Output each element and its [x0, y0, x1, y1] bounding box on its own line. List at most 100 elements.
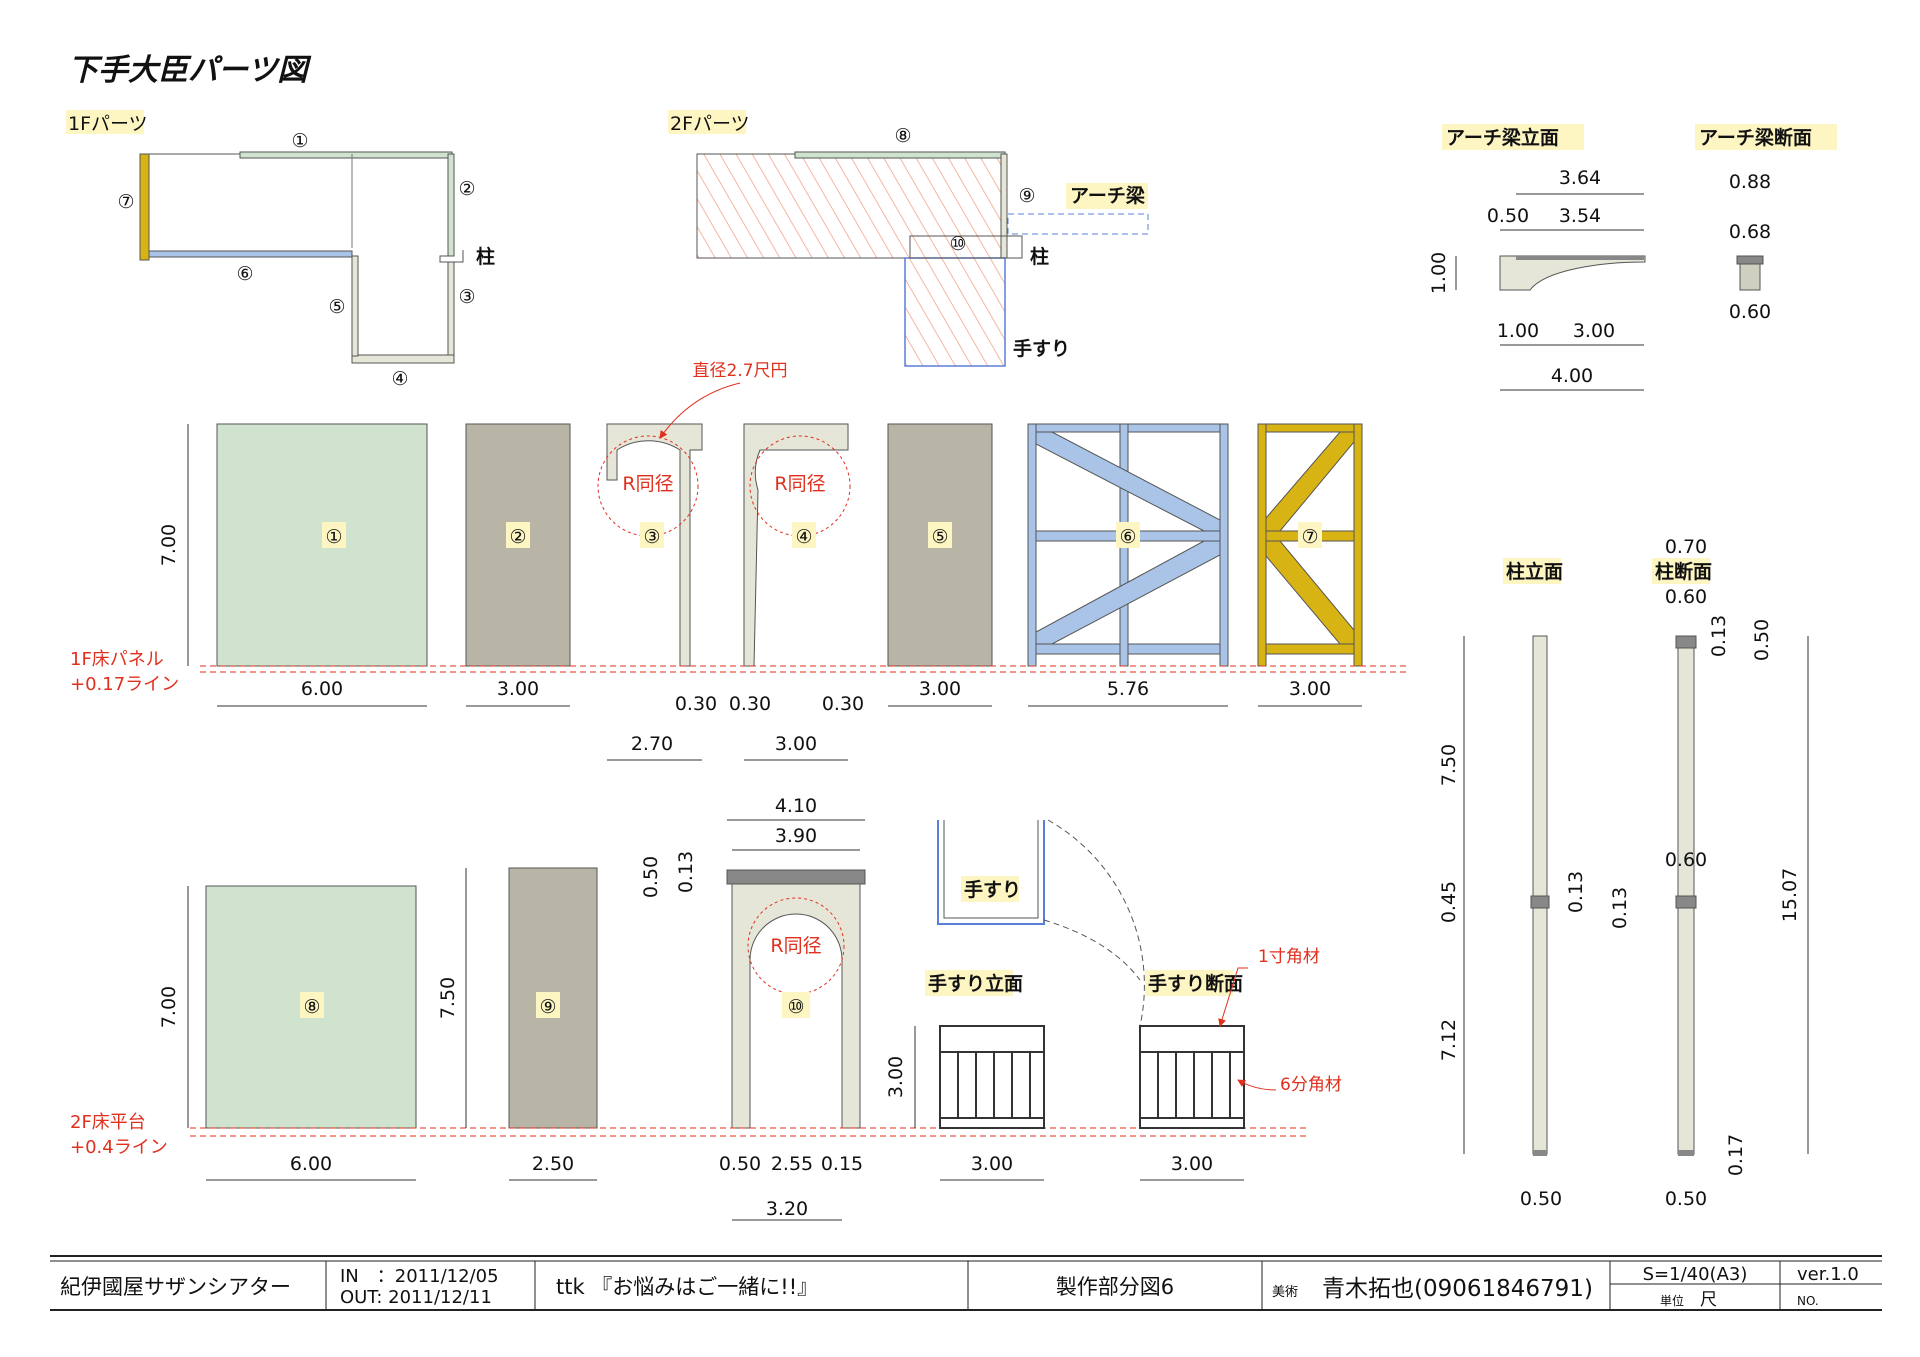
elev2-dim-255: 2.55	[771, 1153, 813, 1175]
diameter-note: 直径2.7尺円	[692, 361, 787, 381]
arch-dim-400: 4.00	[1551, 365, 1593, 387]
pillar-section-title: 柱断面	[1655, 560, 1712, 583]
plan-label-3: ③	[458, 286, 475, 308]
plan-label-5: ⑤	[328, 296, 345, 318]
plan-label-6: ⑥	[236, 263, 253, 285]
elev1-dim-030c: 0.30	[822, 693, 864, 715]
pillar-dim-050c: 0.50	[1665, 1188, 1707, 1210]
plan-label-2: ②	[458, 178, 475, 200]
no-label: NO.	[1797, 1294, 1819, 1308]
pillar-elevation-title: 柱立面	[1506, 560, 1563, 583]
arch-dim-050: 0.50	[1487, 205, 1529, 227]
pillar-dim-060a: 0.60	[1665, 586, 1707, 608]
version: ver.1.0	[1797, 1264, 1859, 1285]
arch-elevation-title: アーチ梁立面	[1446, 126, 1559, 149]
section-1f-label: 1Fパーツ	[68, 113, 148, 135]
page-title: 下手大臣パーツ図	[68, 53, 312, 88]
unit-label: 単位	[1660, 1293, 1684, 1308]
handrail-label-plan: 手すり	[1013, 337, 1070, 360]
six-bu-note: 6分角材	[1280, 1075, 1342, 1095]
plan-2f: 2Fパーツ ⑧ ⑨ ⑩ アーチ梁 柱 手すり	[668, 110, 1149, 367]
elev1-dim-030b: 0.30	[729, 693, 771, 715]
one-sun-note: 1寸角材	[1258, 947, 1320, 967]
pillar-label-1f: 柱	[476, 245, 495, 268]
elev1-dim-300a: 3.00	[497, 678, 539, 700]
arch-sect-dim-068: 0.68	[1729, 221, 1771, 243]
arch-sect-dim-088: 0.88	[1729, 171, 1771, 193]
elev-label-5: ⑤	[931, 526, 948, 548]
elev-label-6: ⑥	[1119, 526, 1136, 548]
elev1-dim-300d: 3.00	[775, 733, 817, 755]
pillar-label-2f: 柱	[1030, 245, 1049, 268]
pillar-dim-013a: 0.13	[1565, 871, 1587, 913]
pillar-dim-712: 7.12	[1438, 1019, 1460, 1061]
handrail-plan-label: 手すり	[964, 878, 1021, 901]
elev1-dim-270: 2.70	[631, 733, 673, 755]
pillar-dim-013b: 0.13	[1609, 887, 1631, 929]
arch-dim-100: 1.00	[1428, 252, 1450, 294]
arch-dim-100b: 1.00	[1497, 320, 1539, 342]
theater-name: 紀伊國屋サザンシアター	[60, 1275, 291, 1299]
elev2-dim-050: 0.50	[640, 856, 662, 898]
pillar-dim-017: 0.17	[1725, 1134, 1747, 1176]
elev1-dim-600: 6.00	[301, 678, 343, 700]
elev2-dim-320: 3.20	[766, 1198, 808, 1220]
elev2-dim-750: 7.50	[437, 977, 459, 1019]
elev2-dim-410: 4.10	[775, 795, 817, 817]
elev-label-8: ⑧	[303, 996, 320, 1018]
pillar-dim-060b: 0.60	[1665, 849, 1707, 871]
handrail-sect-title: 手すり断面	[1148, 972, 1243, 995]
elev1-dim-576: 5.76	[1107, 678, 1149, 700]
plan-label-7: ⑦	[117, 191, 134, 213]
arch-beam-label: アーチ梁	[1070, 184, 1146, 207]
plan-label-9: ⑨	[1018, 185, 1035, 207]
r-same-note-4: R同径	[774, 473, 825, 495]
elev2-dim-250: 2.50	[532, 1153, 574, 1175]
elev2-dim-390: 3.90	[775, 825, 817, 847]
elevations-2f: ⑧ ⑨ ⑩ R同径 2F床平台 +0.4ライン 7.00 7.50 6.00 2…	[70, 795, 1310, 1221]
plan-1f: 1Fパーツ ① ② ③ ④ ⑤ ⑥ ⑦ 柱	[66, 110, 495, 390]
elev1-dim-300c: 3.00	[1289, 678, 1331, 700]
drawing-name: 製作部分図6	[1056, 1275, 1174, 1299]
elev-label-9: ⑨	[539, 996, 556, 1018]
elev1-dim-030a: 0.30	[675, 693, 717, 715]
elev2-dim-013: 0.13	[675, 851, 697, 893]
handrail-views: 手すり 手すり立面 手すり断面 1寸角材 6分角材	[885, 819, 1342, 1181]
elevations-1f: ① ② ③ ④ ⑤ ⑥ ⑦ R同径 R同径 直径2.7尺円 1F床パネル +0.…	[70, 361, 1410, 761]
elev-label-3: ③	[643, 526, 660, 548]
pillar-dim-045: 0.45	[1438, 881, 1460, 923]
handrail-dim-300h: 3.00	[885, 1056, 907, 1098]
elev-label-4: ④	[795, 526, 812, 548]
floor1-note: 1F床パネル	[70, 649, 164, 670]
floor1-line-note: +0.17ライン	[70, 674, 179, 695]
arch-dim-364: 3.64	[1559, 167, 1601, 189]
elev-label-1: ①	[325, 526, 342, 548]
floor2-note: 2F床平台	[70, 1112, 146, 1133]
arch-dim-300: 3.00	[1573, 320, 1615, 342]
handrail-dim-300b: 3.00	[1171, 1153, 1213, 1175]
pillar-dim-1507: 15.07	[1779, 868, 1801, 922]
designer-name: 青木拓也(09061846791)	[1322, 1276, 1593, 1302]
elev2-dim-050b: 0.50	[719, 1153, 761, 1175]
elev2-dim-600: 6.00	[290, 1153, 332, 1175]
elev2-dim-015: 0.15	[821, 1153, 863, 1175]
role-label: 美術	[1272, 1285, 1298, 1300]
pillar-dim-750: 7.50	[1438, 744, 1460, 786]
handrail-dim-300a: 3.00	[971, 1153, 1013, 1175]
unit-value: 尺	[1700, 1290, 1717, 1310]
elev2-dim-700: 7.00	[158, 986, 180, 1028]
pillar-dim-050b: 0.50	[1520, 1188, 1562, 1210]
floor2-line-note: +0.4ライン	[70, 1137, 168, 1158]
elev-label-2: ②	[509, 526, 526, 548]
plan-label-10: ⑩	[949, 233, 966, 255]
elev1-dim-300b: 3.00	[919, 678, 961, 700]
pillar-dim-050: 0.50	[1751, 619, 1773, 661]
elev1-dim-700: 7.00	[158, 524, 180, 566]
r-same-note-10: R同径	[770, 935, 821, 957]
r-same-note-3: R同径	[622, 473, 673, 495]
handrail-elev-title: 手すり立面	[928, 972, 1023, 995]
production-name: ttk 『お悩みはご一緒に!!』	[556, 1275, 818, 1299]
elev-label-7: ⑦	[1301, 526, 1318, 548]
arch-dim-354: 3.54	[1559, 205, 1601, 227]
